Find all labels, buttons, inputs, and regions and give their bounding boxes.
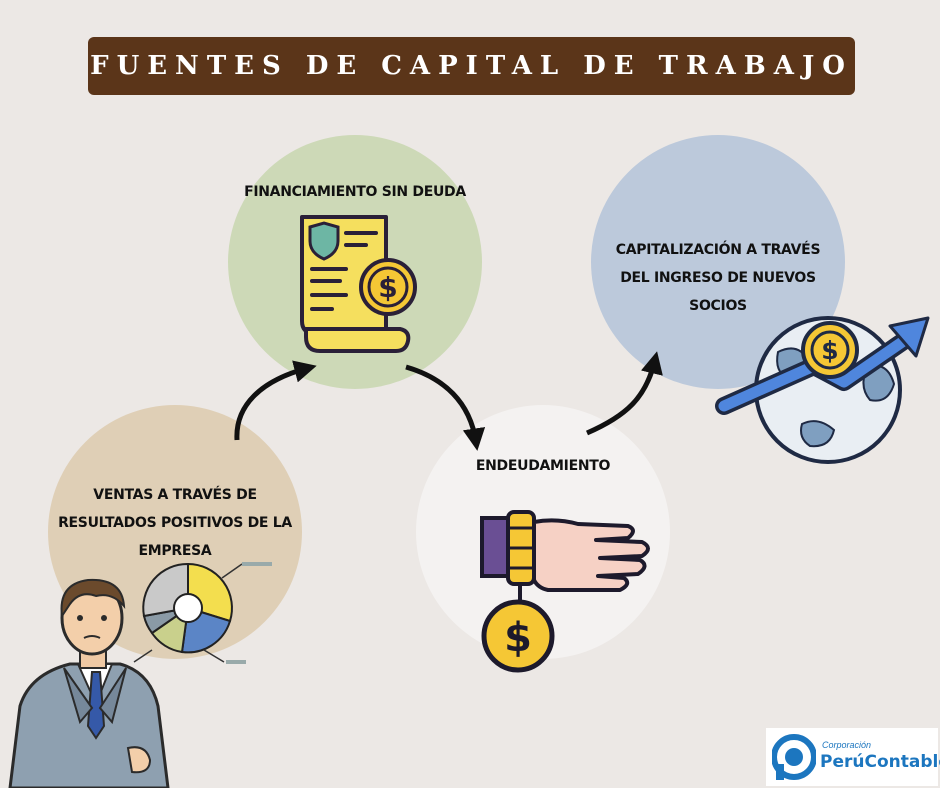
label-endeudamiento: ENDEUDAMIENTO [475,458,611,474]
label-ventas: VENTAS A TRAVÉS DE RESULTADOS POSITIVOS … [58,487,292,559]
label-capitalizacion: CAPITALIZACIÓN A TRAVÉS DEL INGRESO DE N… [615,242,821,314]
logo-name: PerúContable [820,752,940,772]
svg-text:$: $ [821,336,838,365]
pie-chart-icon [133,562,272,664]
hand-dollar-icon: $ [480,510,650,673]
peru-contable-logo: Corporación PerúContable [766,728,940,786]
globe-growth-icon: $ [715,316,930,464]
label-financiamiento: FINANCIAMIENTO SIN DEUDA [244,184,466,200]
businessman-icon [8,578,170,788]
arrow-ventas-to-financiamiento [234,360,317,441]
contract-dollar-icon: $ [300,215,417,353]
svg-text:$: $ [504,615,532,661]
arrow-financiamiento-to-endeudamiento [405,364,486,451]
arrow-endeudamiento-to-capitalizacion [586,351,663,436]
logo-corporacion: Corporación [822,740,872,750]
title-banner: FUENTES DE CAPITAL DE TRABAJO [88,37,855,95]
svg-text:$: $ [378,271,397,304]
page-title: FUENTES DE CAPITAL DE TRABAJO [90,51,853,81]
logo-mark-icon [772,734,816,780]
